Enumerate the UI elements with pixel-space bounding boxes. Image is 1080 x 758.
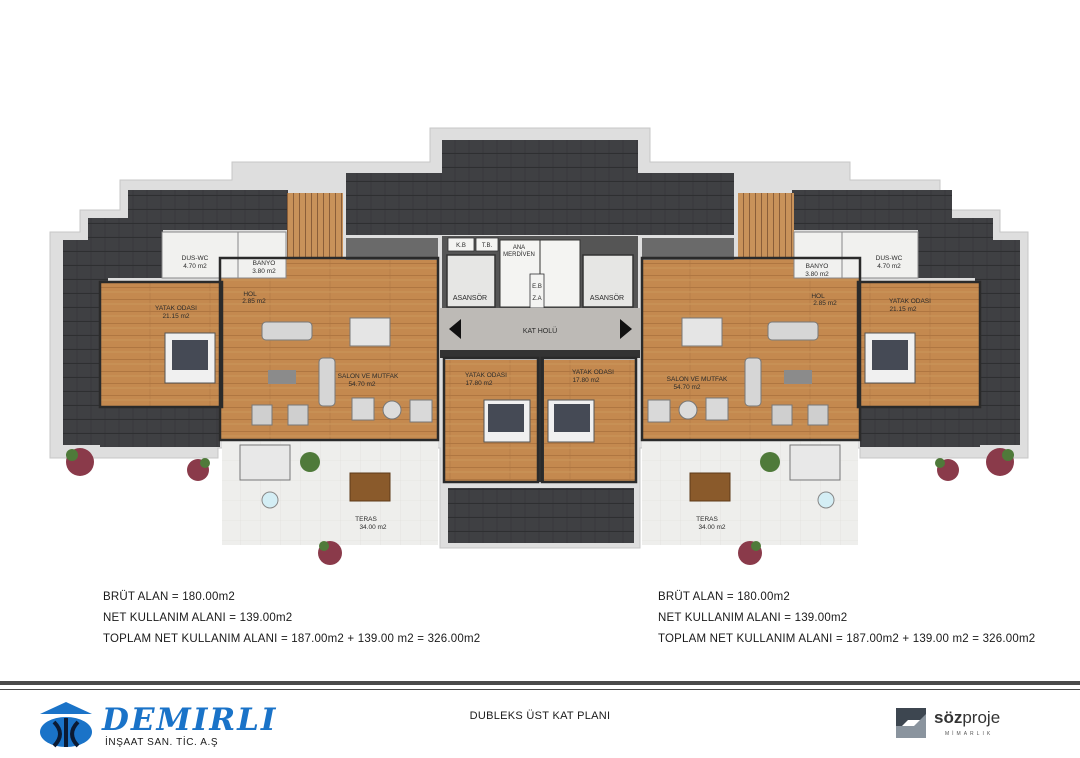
right-dus-wc-label: DUS-WC — [876, 255, 903, 262]
left-salon-area: 54.70 m2 — [348, 381, 375, 388]
demirli-logo: DEMIRLI İNŞAAT SAN. TİC. A.Ş — [36, 700, 275, 750]
left-banyo-area: 3.80 m2 — [252, 268, 276, 275]
footer-divider — [0, 681, 1080, 685]
stair-right — [738, 193, 794, 263]
kat-holu-label: KAT HOLÜ — [523, 327, 557, 335]
right-teras-area: 34.00 m2 — [698, 524, 725, 531]
furniture-right — [547, 317, 916, 509]
left-yatak1-label: YATAK ODASI — [155, 305, 197, 312]
sozproje-wordmark: sözproje — [934, 708, 1000, 728]
brut-alan-right: BRÜT ALAN = 180.00m2 — [658, 591, 790, 603]
left-yatak2-label: YATAK ODASI — [465, 372, 507, 379]
za-label: Z.A — [532, 296, 541, 302]
tb-label: T.B. — [482, 243, 493, 249]
brut-alan-left: BRÜT ALAN = 180.00m2 — [103, 591, 235, 603]
floor-plan: ASANSÖR ASANSÖR K.B T.B. ANA MERDİVEN E.… — [49, 127, 1029, 565]
sozproje-word-bold: söz — [934, 708, 963, 727]
core — [440, 236, 640, 482]
right-salon-label: SALON VE MUTFAK — [667, 376, 728, 383]
footer-divider-thin — [0, 689, 1080, 690]
left-yatak1-area: 21.15 m2 — [162, 313, 189, 320]
asansor-left-label: ASANSÖR — [453, 294, 487, 302]
ana-label: ANA — [513, 245, 525, 251]
right-hol-label: HOL — [811, 293, 825, 300]
right-teras-label: TERAS — [696, 516, 718, 523]
left-yatak2-area: 17.80 m2 — [465, 380, 492, 387]
toplam-alan-left: TOPLAM NET KULLANIM ALANI = 187.00m2 + 1… — [103, 633, 481, 645]
area-summary-right: BRÜT ALAN = 180.00m2 NET KULLANIM ALANI … — [658, 587, 1035, 650]
furniture-left — [164, 317, 531, 509]
plants — [66, 448, 1014, 565]
left-hol-label: HOL — [243, 291, 257, 298]
right-dus-wc-area: 4.70 m2 — [877, 263, 901, 270]
sozproje-word-rest: proje — [962, 708, 1001, 727]
eb-label: E.B — [532, 284, 542, 290]
right-hol-area: 2.85 m2 — [813, 300, 837, 307]
right-banyo-label: BANYO — [806, 263, 829, 270]
left-banyo-label: BANYO — [253, 260, 276, 267]
right-banyo-area: 3.80 m2 — [805, 271, 829, 278]
area-summary-left: BRÜT ALAN = 180.00m2 NET KULLANIM ALANI … — [103, 587, 480, 650]
sozproje-logo: sözproje MİMARLIK — [892, 702, 1032, 744]
demirli-wordmark: DEMIRLI — [102, 702, 278, 738]
net-alan-right: NET KULLANIM ALANI = 139.00m2 — [658, 612, 848, 624]
net-alan-left: NET KULLANIM ALANI = 139.00m2 — [103, 612, 293, 624]
demirli-emblem-icon — [40, 702, 92, 748]
left-hol-area: 2.85 m2 — [242, 298, 266, 305]
roof-tiles — [63, 140, 1020, 543]
sozproje-subtitle: MİMARLIK — [945, 731, 994, 737]
demirli-subtitle: İNŞAAT SAN. TİC. A.Ş — [105, 737, 219, 748]
toplam-alan-right: TOPLAM NET KULLANIM ALANI = 187.00m2 + 1… — [658, 633, 1036, 645]
merdiven-label: MERDİVEN — [503, 251, 535, 258]
left-dus-wc-label: DUS-WC — [182, 255, 209, 262]
left-salon-label: SALON VE MUTFAK — [338, 373, 399, 380]
left-teras-area: 34.00 m2 — [359, 524, 386, 531]
right-yatak1-label: YATAK ODASI — [889, 298, 931, 305]
right-yatak1-area: 21.15 m2 — [889, 306, 916, 313]
stair-left — [287, 193, 343, 263]
right-yatak2-area: 17.80 m2 — [572, 377, 599, 384]
left-teras-label: TERAS — [355, 516, 377, 523]
plan-title: DUBLEKS ÜST KAT PLANI — [469, 710, 611, 722]
sozproje-emblem-icon — [896, 708, 926, 738]
right-salon-area: 54.70 m2 — [673, 384, 700, 391]
kb-label: K.B — [456, 243, 466, 249]
walls — [98, 256, 982, 484]
asansor-right-label: ASANSÖR — [590, 294, 624, 302]
left-dus-wc-area: 4.70 m2 — [183, 263, 207, 270]
right-yatak2-label: YATAK ODASI — [572, 369, 614, 376]
